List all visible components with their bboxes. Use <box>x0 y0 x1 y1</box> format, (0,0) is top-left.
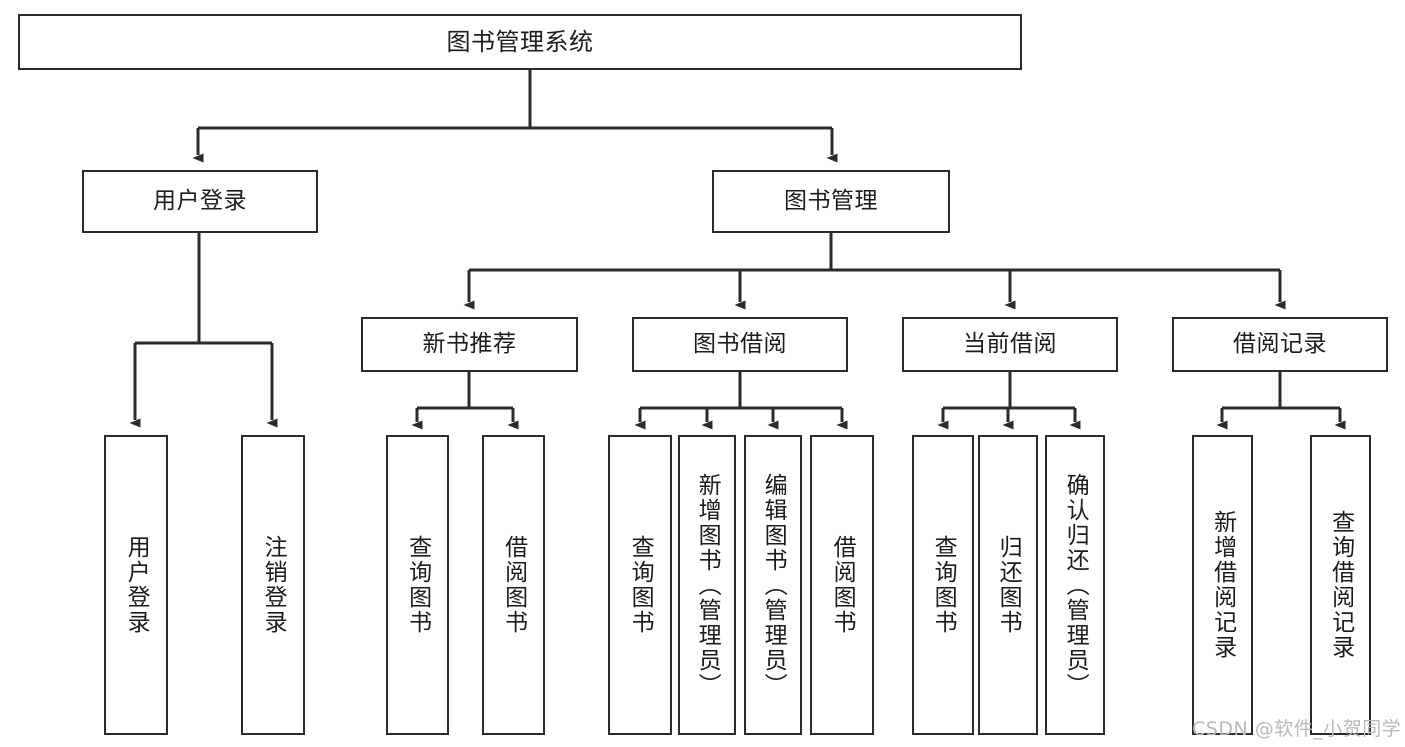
node-label: 查询图书 <box>404 535 431 635</box>
node-label: 用户登录 <box>153 187 247 214</box>
leaf-book-borrow-borrow[interactable]: 借阅图书 <box>810 435 874 735</box>
node-label: 借阅记录 <box>1233 330 1327 357</box>
leaf-borrow-record-add[interactable]: 新增借阅记录 <box>1192 435 1253 735</box>
node-label: 新增图书（管理员） <box>694 472 721 698</box>
node-label: 借阅图书 <box>500 535 527 635</box>
node-label: 新书推荐 <box>422 330 517 357</box>
leaf-current-borrow-return[interactable]: 归还图书 <box>978 435 1038 735</box>
node-label: 图书借阅 <box>693 330 787 357</box>
node-label: 归还图书 <box>995 535 1022 635</box>
node-label: 图书管理 <box>784 187 878 214</box>
node-label: 查询借阅记录 <box>1327 510 1354 660</box>
node-label: 新增借阅记录 <box>1209 510 1236 660</box>
node-label: 注销登录 <box>260 535 287 635</box>
node-book-management[interactable]: 图书管理 <box>712 170 950 233</box>
leaf-borrow-record-query[interactable]: 查询借阅记录 <box>1310 435 1371 735</box>
node-label: 查询图书 <box>930 535 957 635</box>
leaf-book-borrow-add[interactable]: 新增图书（管理员） <box>678 435 736 735</box>
leaf-current-borrow-query[interactable]: 查询图书 <box>912 435 974 735</box>
node-root-book-management-system[interactable]: 图书管理系统 <box>18 14 1022 70</box>
leaf-book-borrow-edit[interactable]: 编辑图书（管理员） <box>744 435 802 735</box>
node-label: 确认归还（管理员） <box>1062 472 1089 698</box>
node-label: 编辑图书（管理员） <box>760 472 787 698</box>
node-user-login[interactable]: 用户登录 <box>82 170 318 233</box>
leaf-user-login-logout[interactable]: 注销登录 <box>241 435 305 735</box>
leaf-book-borrow-query[interactable]: 查询图书 <box>608 435 672 735</box>
node-current-borrow[interactable]: 当前借阅 <box>902 317 1118 372</box>
node-label: 当前借阅 <box>963 330 1057 357</box>
csdn-watermark: CSDN @软件_小贺同学 <box>1192 718 1402 740</box>
node-borrow-record[interactable]: 借阅记录 <box>1172 317 1388 372</box>
node-label: 图书管理系统 <box>446 27 594 56</box>
node-label: 用户登录 <box>123 535 150 635</box>
node-label: 查询图书 <box>627 535 654 635</box>
leaf-new-book-query[interactable]: 查询图书 <box>386 435 449 735</box>
node-label: 借阅图书 <box>829 535 856 635</box>
leaf-user-login-login[interactable]: 用户登录 <box>104 435 168 735</box>
leaf-new-book-borrow[interactable]: 借阅图书 <box>482 435 545 735</box>
node-book-borrow[interactable]: 图书借阅 <box>632 317 848 372</box>
leaf-current-borrow-confirm-return[interactable]: 确认归还（管理员） <box>1045 435 1105 735</box>
node-new-book-recommend[interactable]: 新书推荐 <box>361 317 578 372</box>
